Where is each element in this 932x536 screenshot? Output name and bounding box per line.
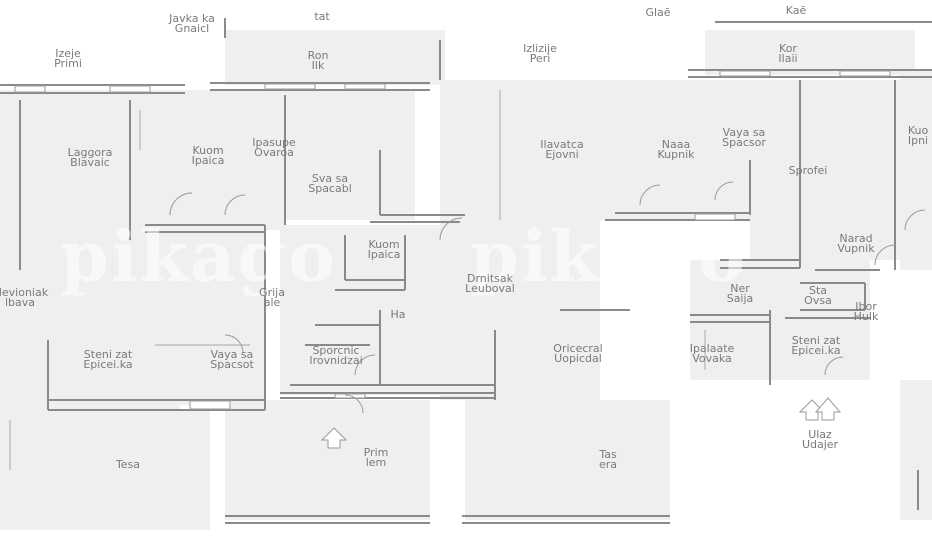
room-label: Izlizije Peri xyxy=(523,42,557,65)
room-top-right xyxy=(705,30,915,75)
room-label: Kaē xyxy=(785,4,807,17)
door-swing xyxy=(169,192,193,216)
room-hall-center xyxy=(225,400,430,520)
window xyxy=(344,83,386,90)
room-right-upper xyxy=(600,80,750,220)
doors xyxy=(169,181,926,414)
room-label: Laggora Blavaic xyxy=(67,146,113,169)
door-swing xyxy=(224,194,246,216)
room-label: Grija ale xyxy=(259,286,285,309)
room-label: Steni zat Epicei.ka xyxy=(791,334,841,357)
entrance-arrow-icon xyxy=(798,399,826,421)
room-far-right xyxy=(900,70,932,270)
room-label: Sta Ovsa xyxy=(804,284,832,307)
room-right-lower xyxy=(690,260,870,380)
door-swing xyxy=(354,354,376,376)
watermark: pikago xyxy=(470,215,748,298)
door-swing xyxy=(439,217,463,241)
entrance-arrow-icon xyxy=(814,397,842,421)
room-label: Ner Saija xyxy=(726,282,754,305)
door-swing xyxy=(344,394,364,414)
room-label: Ulaz Udajer xyxy=(801,428,839,451)
room-label: Steni zat Epicei.ka xyxy=(83,348,133,371)
window xyxy=(109,85,151,93)
room-fills xyxy=(0,30,932,530)
room-label: Sprofei xyxy=(788,164,828,177)
room-label: Izeje Primi xyxy=(54,47,82,70)
room-label: Naaa Kupnik xyxy=(657,138,695,161)
room-label: Ha xyxy=(390,308,406,321)
room-left-bed xyxy=(130,90,285,230)
room-label: Tesa xyxy=(115,458,141,471)
door-swing xyxy=(904,209,926,231)
room-label: Ilavatca Ejovni xyxy=(540,138,584,161)
room-label: Ron Ilk xyxy=(307,49,329,72)
room-label: tat xyxy=(314,10,330,23)
entrance-arrows xyxy=(320,397,842,449)
window xyxy=(839,70,891,77)
room-terrace-center xyxy=(465,400,670,520)
door-swing xyxy=(874,244,896,266)
room-label: Vaya sa Spacsot xyxy=(210,348,254,371)
room-right-kitchen xyxy=(750,80,900,260)
room-label: Javka ka Gnaicl xyxy=(169,12,215,35)
room-label: Narad Vupnik xyxy=(837,232,875,255)
room-bath-upper xyxy=(285,90,415,220)
room-label: Prim lem xyxy=(363,446,389,469)
entrance-arrow-icon xyxy=(320,427,348,449)
room-label: Kor Ilaii xyxy=(778,42,798,65)
door-swing xyxy=(824,356,844,376)
door-swing xyxy=(714,181,734,201)
window xyxy=(719,70,771,77)
room-label: Elevioniak lbava xyxy=(0,286,49,309)
room-label: Ipasupe Ovaroa xyxy=(252,136,296,159)
room-label: Ipalaate Vovaka xyxy=(689,342,735,365)
room-top-center xyxy=(225,30,445,85)
room-label: Vaya sa Spacsor xyxy=(722,126,766,149)
room-label: Drnitsak Leuboval xyxy=(465,272,515,295)
windows xyxy=(14,70,891,410)
room-label: Kuom Ipaica xyxy=(191,144,225,167)
window xyxy=(14,85,46,93)
room-label: Sporcnic Irovnidzai xyxy=(309,344,363,367)
window xyxy=(264,83,316,90)
room-label: Tas era xyxy=(598,448,618,471)
room-left-lower xyxy=(50,230,265,405)
window xyxy=(189,400,231,410)
room-label: Kuom Ipaica xyxy=(367,238,401,261)
door-swing xyxy=(224,334,244,354)
walls xyxy=(0,18,932,524)
door-swing xyxy=(639,184,661,206)
room-label: Kuo Ipni xyxy=(907,124,929,147)
room-label: Glaē xyxy=(645,6,671,19)
room-bottom-right xyxy=(900,380,932,520)
room-center-lower xyxy=(280,225,495,395)
room-label: Ibor Hulk xyxy=(853,300,879,323)
room-terrace-left xyxy=(0,410,210,530)
watermark: pikago xyxy=(60,215,338,298)
room-label: Oricecral Uopicdal xyxy=(553,342,603,365)
window xyxy=(694,213,736,221)
room-label: Sva sa Spacabl xyxy=(308,172,352,195)
